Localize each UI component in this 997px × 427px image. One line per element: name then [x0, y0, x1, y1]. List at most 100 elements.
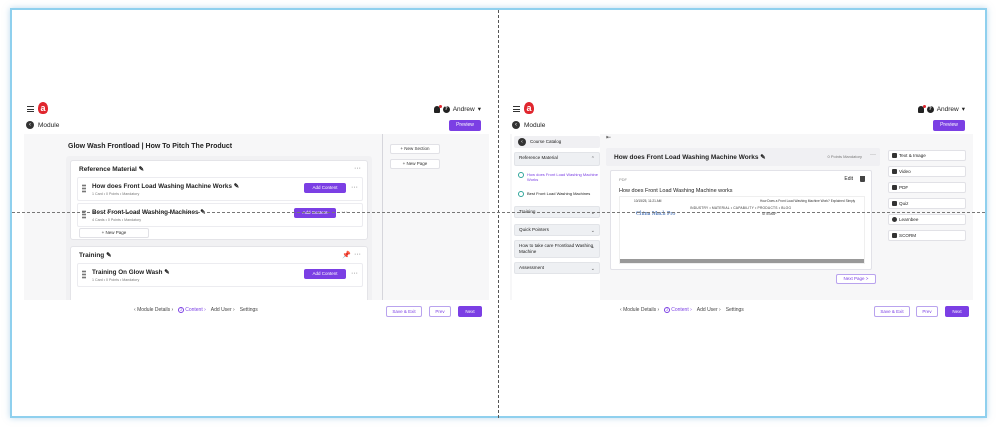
preview-button[interactable]: Preview [933, 120, 965, 131]
course-title: Glow Wash Frontload | How To Pitch The P… [68, 143, 233, 150]
user-menu[interactable]: ? Andrew ▾ [917, 104, 965, 113]
save-exit-button[interactable]: Save & Exit [386, 306, 422, 317]
preview-sitemap: SITEMAP [762, 212, 777, 216]
chevron-up-icon[interactable]: ⌃ [590, 156, 595, 162]
chevron-down-icon[interactable]: ⌄ [590, 244, 595, 250]
quiz-icon [892, 201, 897, 206]
preview-logo: China Mach Pro [636, 211, 676, 217]
page-row[interactable]: Best Front Load Washing Machines ✎ 4 Car… [77, 203, 363, 227]
chevron-down-icon[interactable]: ⌄ [590, 266, 595, 272]
menu-icon[interactable] [27, 106, 34, 112]
tool-text-image[interactable]: Text & Image [888, 150, 966, 161]
more-icon[interactable]: ··· [354, 251, 361, 258]
tool-pdf[interactable]: PDF [888, 182, 966, 193]
pencil-icon[interactable]: ✎ [760, 154, 766, 161]
more-icon[interactable]: ··· [870, 152, 876, 158]
back-icon[interactable]: ‹ [512, 121, 520, 129]
tool-quiz[interactable]: Quiz [888, 198, 966, 209]
add-content-button[interactable]: Add Content [294, 208, 336, 218]
more-icon[interactable]: ··· [351, 270, 358, 277]
new-section-button[interactable]: + New Section [390, 144, 440, 154]
back-icon[interactable]: ‹ [26, 121, 34, 129]
bell-icon[interactable] [433, 104, 442, 113]
drag-handle-icon[interactable] [82, 270, 86, 279]
catalog-header[interactable]: ‹ Course Catalog [514, 136, 600, 148]
pdf-icon [892, 185, 897, 190]
next-button[interactable]: Next [458, 306, 482, 317]
pencil-icon[interactable]: ✎ [233, 183, 239, 190]
preview-date: 10/15/25, 11:21 AM [634, 199, 662, 203]
menu-icon[interactable] [513, 106, 520, 112]
app-logo: a [524, 102, 534, 114]
user-name[interactable]: Andrew [452, 105, 475, 113]
more-icon[interactable]: ··· [351, 184, 358, 191]
catalog-section[interactable]: Assessment⌄ [514, 262, 600, 274]
video-icon [892, 169, 897, 174]
chevron-down-icon[interactable]: ▾ [477, 106, 481, 113]
pdf-preview[interactable]: 10/15/25, 11:21 AM How Does a Front Load… [619, 196, 865, 264]
pin-icon[interactable]: 📌 [342, 252, 351, 259]
help-icon[interactable]: ? [442, 105, 450, 113]
page-meta: 1 Card • 0 Points • Mandatory [92, 192, 140, 196]
add-content-button[interactable]: Add Content [304, 183, 346, 193]
page-meta: 0 Points Mandatory [827, 154, 862, 159]
learnbee-icon [892, 217, 897, 222]
collapse-icon[interactable]: ⇤ [606, 135, 612, 141]
tool-video[interactable]: Video [888, 166, 966, 177]
add-content-button[interactable]: Add Content [304, 269, 346, 279]
catalog-section[interactable]: Reference Material⌃ [514, 152, 600, 166]
page-row[interactable]: How does Front Load Washing Machine Work… [77, 177, 363, 201]
chevron-down-icon[interactable]: ▾ [961, 106, 965, 113]
save-exit-button[interactable]: Save & Exit [874, 306, 910, 317]
horizontal-scrollbar[interactable] [620, 259, 864, 263]
page-meta: 4 Cards • 0 Points • Mandatory [92, 218, 142, 222]
page-header: How does Front Load Washing Machine Work… [606, 148, 880, 166]
catalog-item[interactable]: Best Front Load Washing Machines [518, 191, 600, 197]
step-module-details[interactable]: ‹ Module Details › [134, 307, 174, 313]
user-menu[interactable]: ? Andrew ▾ [433, 104, 481, 113]
page-row[interactable]: Training On Glow Wash ✎ 1 Card • 0 Point… [77, 263, 363, 287]
section-title: Training ✎ [79, 252, 112, 259]
drag-handle-icon[interactable] [82, 184, 86, 193]
pencil-icon[interactable]: ✎ [164, 269, 170, 276]
new-page-button[interactable]: + New Page [79, 228, 149, 238]
prev-button[interactable]: Prev [916, 306, 938, 317]
catalog-section[interactable]: Quick Pointers⌄ [514, 224, 600, 236]
side-divider [382, 134, 383, 300]
work-area: ‹ Course Catalog Reference Material⌃ How… [510, 134, 973, 300]
chevron-down-icon[interactable]: ⌄ [590, 228, 595, 234]
horizontal-divider [12, 212, 985, 213]
tool-scorm[interactable]: SCORM [888, 230, 966, 241]
back-icon[interactable]: ‹ [518, 138, 526, 146]
top-bar: a ? Andrew ▾ [24, 100, 489, 118]
more-icon[interactable]: ··· [354, 165, 361, 172]
next-page-button[interactable]: Next Page > [836, 274, 876, 284]
step-settings[interactable]: Settings [239, 307, 258, 313]
step-settings[interactable]: Settings [725, 307, 744, 313]
next-button[interactable]: Next [945, 306, 969, 317]
catalog-section[interactable]: How to take care Frontload Washing Machi… [514, 240, 600, 258]
step-module-details[interactable]: ‹ Module Details › [620, 307, 660, 313]
prev-button[interactable]: Prev [429, 306, 451, 317]
side-new-page-button[interactable]: + New Page [390, 159, 440, 169]
pencil-icon[interactable]: ✎ [138, 166, 145, 173]
catalog-item[interactable]: How does Front Load Washing Machine Work… [518, 172, 600, 182]
bell-icon[interactable] [917, 104, 926, 113]
step-add-user[interactable]: Add User › [696, 307, 721, 313]
page-title: Training On Glow Wash ✎ [92, 269, 170, 276]
edit-button[interactable]: Edit [844, 176, 853, 182]
preview-button[interactable]: Preview [449, 120, 481, 131]
tool-learnbee[interactable]: Learnbee [888, 214, 966, 225]
help-icon[interactable]: ? [926, 105, 934, 113]
drag-handle-icon[interactable] [82, 210, 86, 219]
step-add-user[interactable]: Add User › [210, 307, 235, 313]
chevron-down-icon[interactable]: ⌄ [590, 210, 595, 216]
preview-heading: How Does a Front Load Washing Machine Wo… [760, 199, 856, 203]
user-name[interactable]: Andrew [936, 105, 959, 113]
pencil-icon[interactable]: ✎ [106, 252, 112, 259]
trash-icon[interactable] [860, 176, 865, 182]
